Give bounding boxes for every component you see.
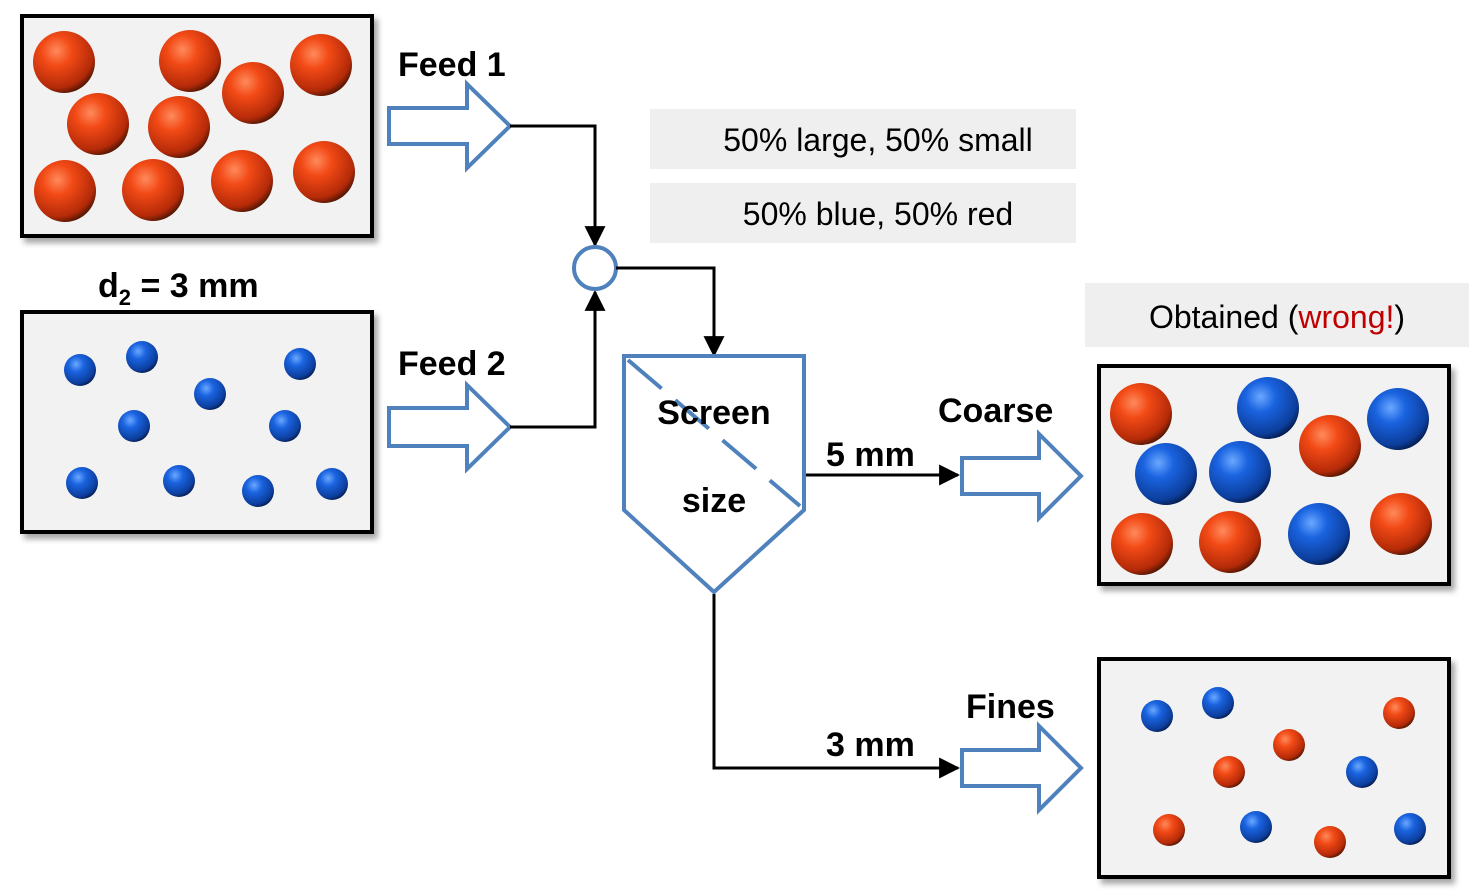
feed2-line bbox=[510, 289, 606, 429]
info-color-mix: 50% blue, 50% red bbox=[650, 183, 1076, 243]
svg-text:50% blue, 50% red: 50% blue, 50% red bbox=[743, 196, 1013, 232]
screen-label-line2: size bbox=[682, 482, 746, 520]
d2-label: d2 = 3 mm bbox=[98, 267, 259, 310]
feed1-line bbox=[510, 124, 606, 248]
feed1-arrow bbox=[387, 79, 513, 173]
coarse-product-box bbox=[1097, 364, 1451, 586]
coarse-size: 5 mm bbox=[826, 436, 915, 474]
feed2-box bbox=[20, 310, 374, 534]
mixer-to-screen-line bbox=[616, 266, 725, 358]
info-size-mix: 50% large, 50% small bbox=[650, 109, 1076, 169]
obtained-label: Obtained (wrong!) bbox=[1085, 283, 1469, 347]
svg-text:Obtained (wrong!): Obtained (wrong!) bbox=[1149, 299, 1405, 335]
feed2-particles bbox=[64, 341, 348, 507]
svg-text:50% large, 50% small: 50% large, 50% small bbox=[723, 122, 1032, 158]
fines-label: Fines bbox=[966, 688, 1055, 726]
fines-size: 3 mm bbox=[826, 726, 915, 764]
fines-arrow bbox=[960, 721, 1084, 815]
fines-product-box bbox=[1097, 657, 1451, 879]
feed1-particles bbox=[33, 30, 355, 222]
coarse-arrow bbox=[960, 429, 1084, 523]
feed2-label: Feed 2 bbox=[398, 345, 506, 383]
feed1-box bbox=[20, 14, 374, 238]
fines-particles bbox=[1141, 687, 1426, 858]
coarse-label: Coarse bbox=[938, 392, 1053, 430]
screen-label-line1: Screen bbox=[657, 394, 770, 432]
fines-line bbox=[712, 594, 961, 779]
coarse-particles bbox=[1110, 377, 1432, 575]
mixer-node bbox=[572, 245, 618, 291]
feed1-label: Feed 1 bbox=[398, 46, 506, 84]
feed2-arrow bbox=[387, 380, 513, 474]
screen-unit: Screen size bbox=[622, 354, 806, 595]
